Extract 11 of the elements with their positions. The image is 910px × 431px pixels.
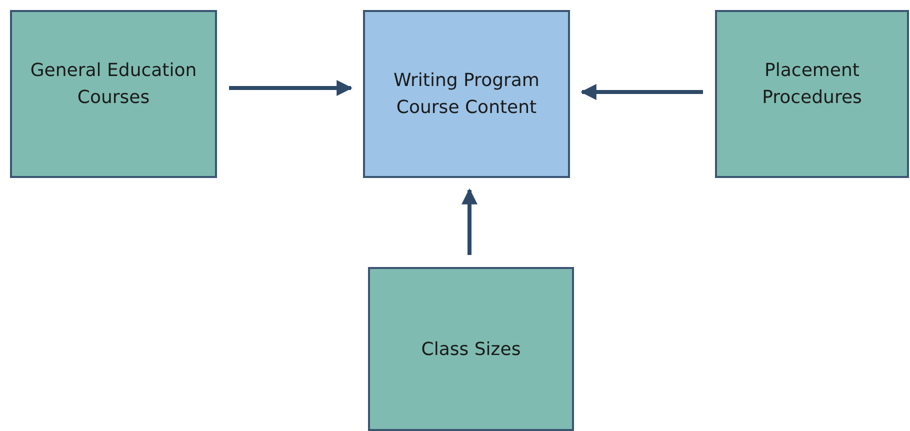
arrow xyxy=(580,84,703,100)
node-label: Placement Procedures xyxy=(761,59,863,110)
node-label: Class Sizes xyxy=(420,338,522,362)
process-box xyxy=(368,267,574,431)
arrow xyxy=(229,80,353,96)
process-box xyxy=(363,10,570,178)
process-box xyxy=(10,10,217,178)
node-label: Writing Program Course Content xyxy=(392,69,540,120)
arrow xyxy=(462,188,478,255)
process-box xyxy=(715,10,909,178)
node-label: General Education Courses xyxy=(29,59,198,110)
